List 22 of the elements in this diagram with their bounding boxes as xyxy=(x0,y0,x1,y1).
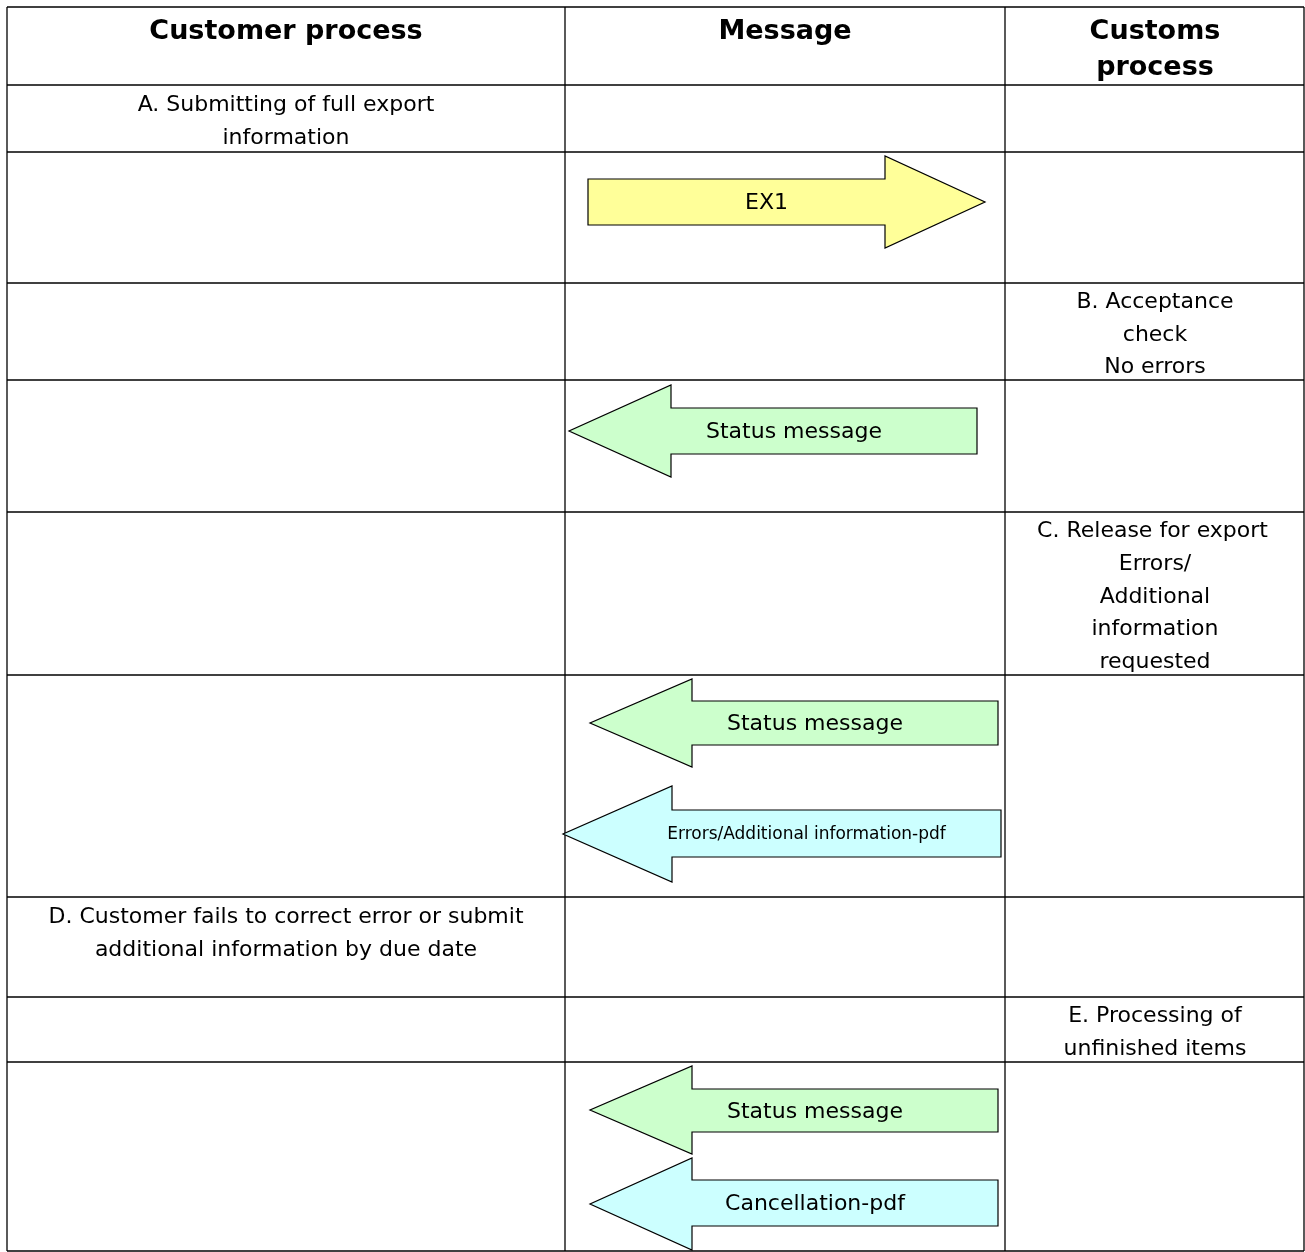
column-header: Message xyxy=(717,13,853,47)
block-arrow xyxy=(590,1066,998,1154)
arrow-label: Status message xyxy=(726,1096,904,1125)
column-header: Customs process xyxy=(1088,13,1222,83)
block-arrow xyxy=(588,156,985,248)
arrow-label: EX1 xyxy=(744,188,789,216)
block-arrow xyxy=(563,786,1001,882)
step-text: A. Submitting of full export information xyxy=(136,90,436,151)
column-header: Customer process xyxy=(148,13,424,47)
block-arrow xyxy=(590,679,998,767)
block-arrow xyxy=(590,1158,998,1250)
step-text: D. Customer fails to correct error or submit additional information by due date xyxy=(47,902,525,963)
step-text: No errors xyxy=(1103,352,1207,380)
arrow-label: Status message xyxy=(705,417,883,445)
step-text: Errors/ Additional information requested xyxy=(1090,549,1220,675)
step-text: B. Acceptance check xyxy=(1075,287,1235,348)
step-text: E. Processing of unfinished items xyxy=(1062,1001,1248,1062)
step-text: C. Release for export xyxy=(1036,516,1269,544)
arrow-label: Cancellation-pdf xyxy=(724,1189,907,1217)
arrow-label: Errors/Additional information-pdf xyxy=(666,822,947,845)
arrow-label: Status message xyxy=(726,709,904,737)
block-arrow xyxy=(569,385,977,477)
